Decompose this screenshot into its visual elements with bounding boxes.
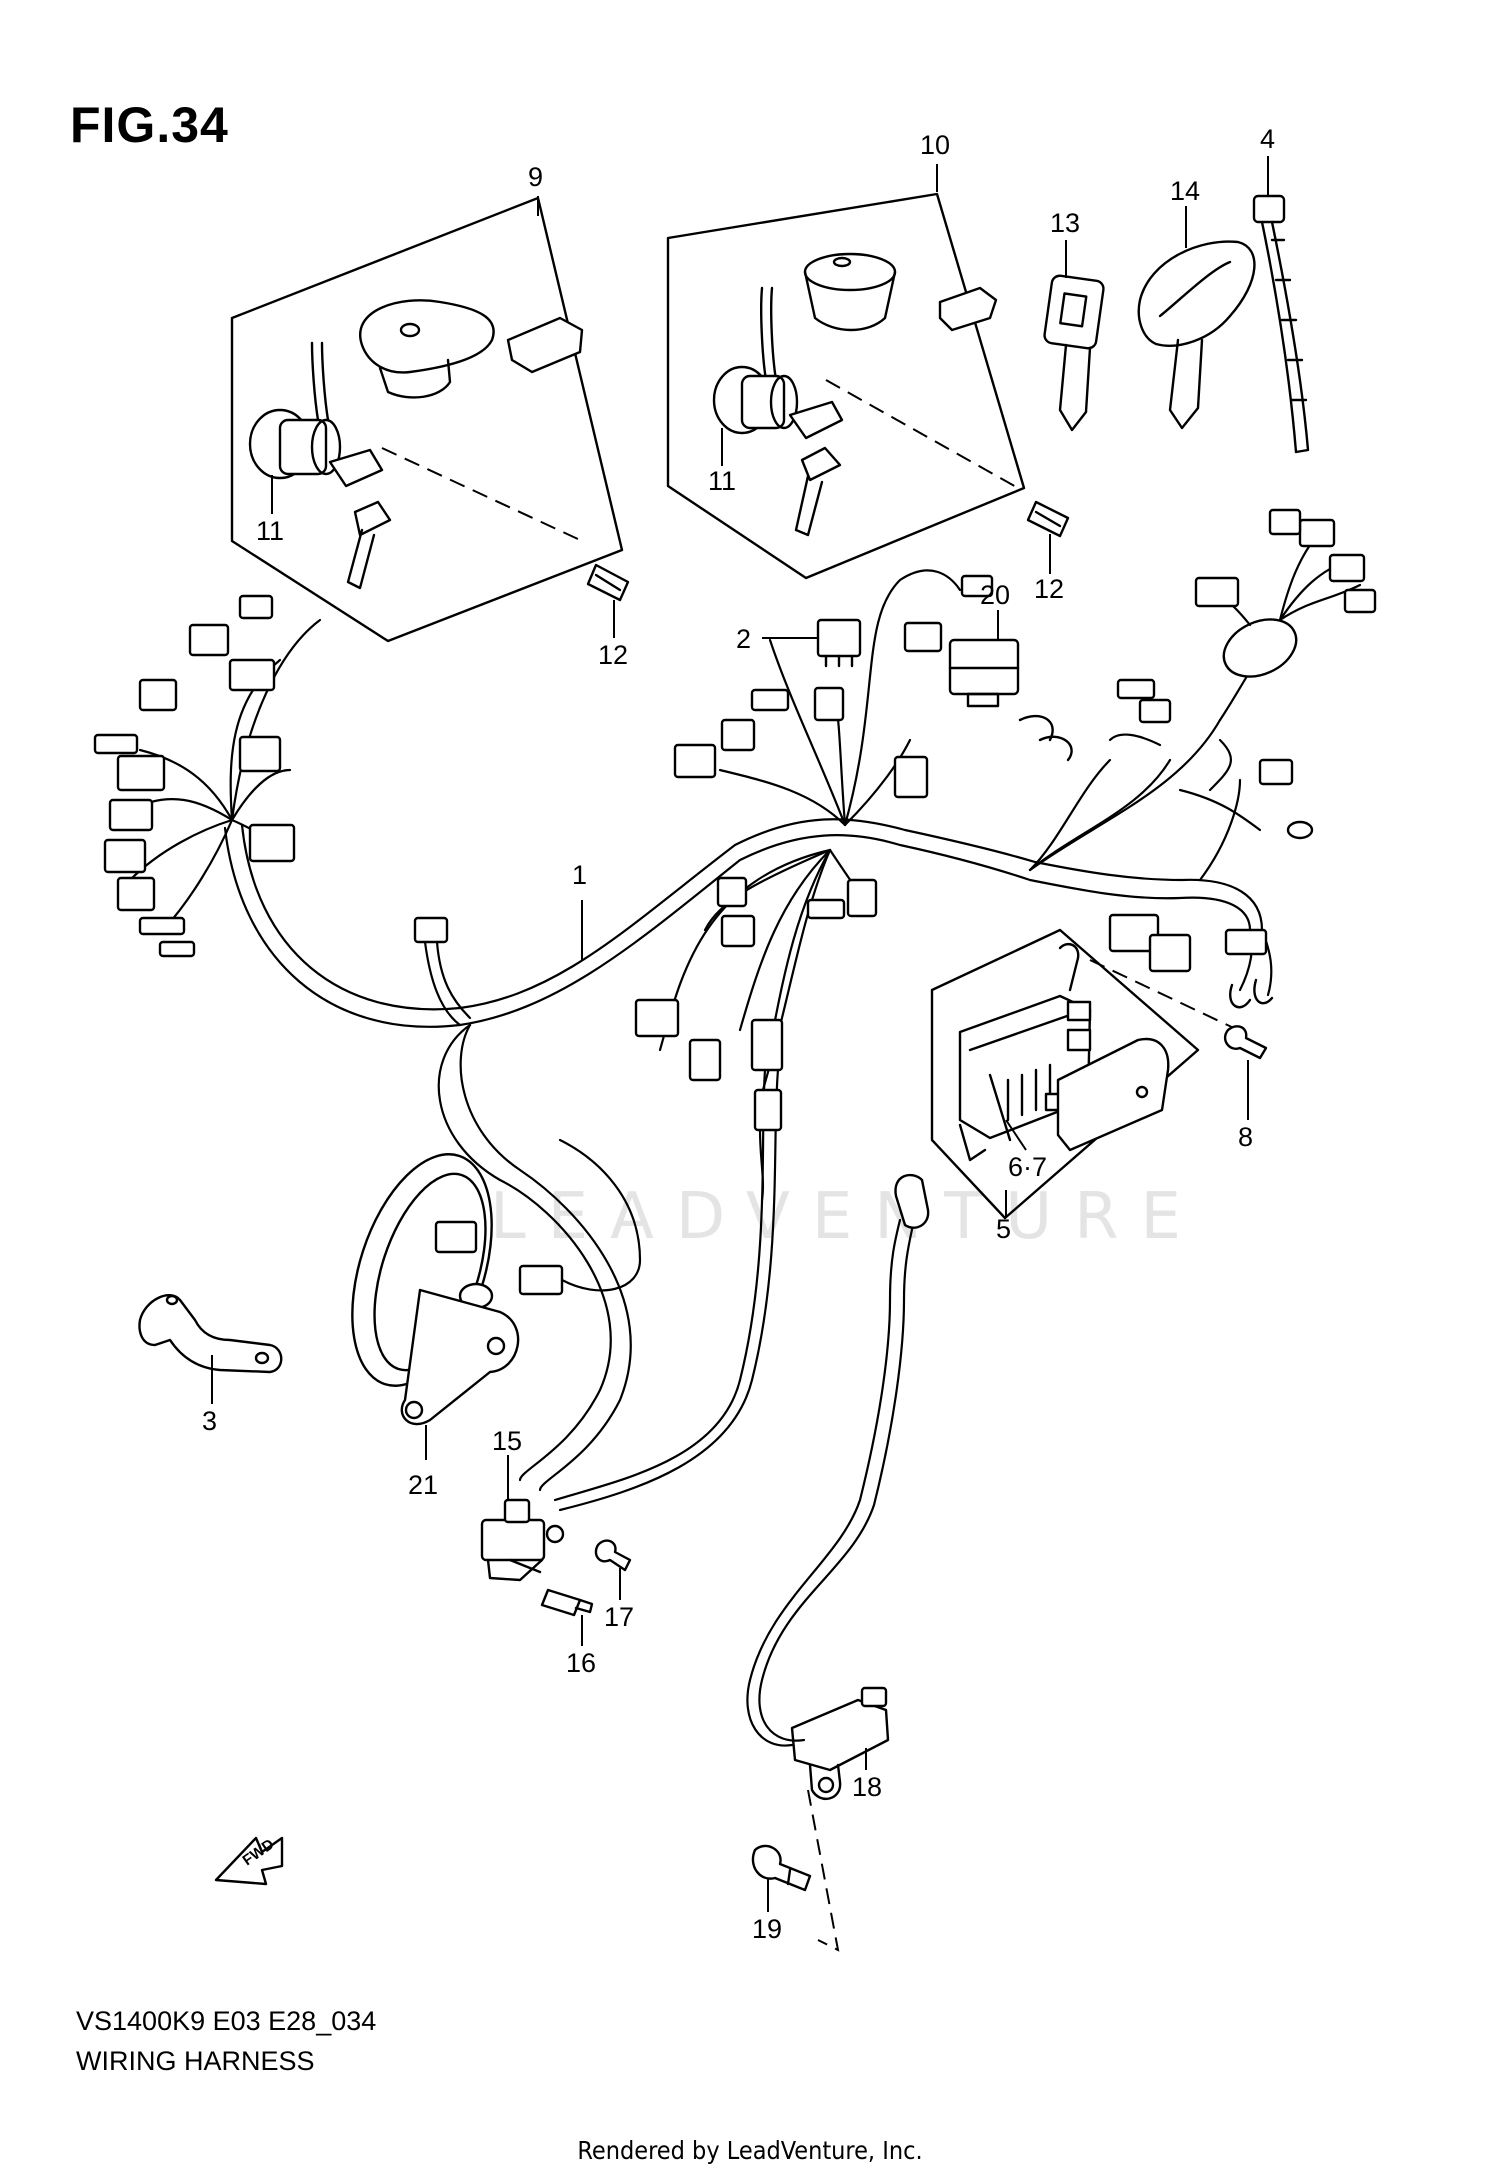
callout-13: 13: [1050, 208, 1080, 238]
callout-18: 18: [852, 1772, 882, 1802]
callout-8: 8: [1238, 1122, 1253, 1152]
bracket-3: [138, 1294, 283, 1374]
lock-set-kit-9: [230, 196, 630, 643]
model-code: VS1400K9 E03 E28_034: [76, 2006, 377, 2036]
callout-4: 4: [1260, 124, 1275, 154]
figure-label: FIG.34: [70, 97, 229, 153]
callout-19: 19: [752, 1914, 782, 1944]
blank-key-13: [1043, 274, 1105, 432]
callout-12-left: 12: [598, 640, 628, 670]
callout-9: 9: [528, 162, 543, 192]
wiring-harness-1: [93, 508, 1377, 1512]
key-14: [1137, 240, 1256, 430]
callout-11-mid: 11: [708, 466, 736, 496]
fuse-box-set-5: [930, 928, 1268, 1220]
callout-15: 15: [492, 1426, 522, 1456]
callout-1: 1: [572, 860, 587, 890]
relay-2: [816, 618, 862, 668]
callout-17: 17: [604, 1602, 634, 1632]
callout-2: 2: [736, 624, 751, 654]
watermark: LEADVENTURE: [490, 1180, 1203, 1254]
callout-3: 3: [202, 1406, 217, 1436]
callout-labels: 1 2 3 4 5 6·7 8 9 10 11 11 12 12 13 14 1…: [202, 124, 1275, 1944]
callout-21: 21: [408, 1470, 438, 1500]
horn-21: [351, 1138, 642, 1426]
callout-6-7: 6·7: [1008, 1152, 1047, 1182]
callout-12-right: 12: [1034, 574, 1064, 604]
section-title: WIRING HARNESS: [76, 2046, 315, 2076]
cable-tie-4: [1252, 194, 1310, 454]
leader-lines: [211, 156, 1269, 1912]
callout-10: 10: [920, 130, 950, 160]
callout-20: 20: [980, 580, 1010, 610]
callout-14: 14: [1170, 176, 1200, 206]
forward-arrow: FWD: [214, 1836, 284, 1886]
lock-set-kit-10: [666, 192, 1070, 580]
callout-16: 16: [566, 1648, 596, 1678]
footer-credit: Rendered by LeadVenture, Inc.: [577, 2136, 923, 2165]
switch-15: [480, 1498, 632, 1617]
sensor-18: [746, 1173, 930, 1952]
relay-20: [948, 638, 1020, 708]
callout-5: 5: [996, 1214, 1011, 1244]
callout-11-left: 11: [256, 516, 284, 546]
